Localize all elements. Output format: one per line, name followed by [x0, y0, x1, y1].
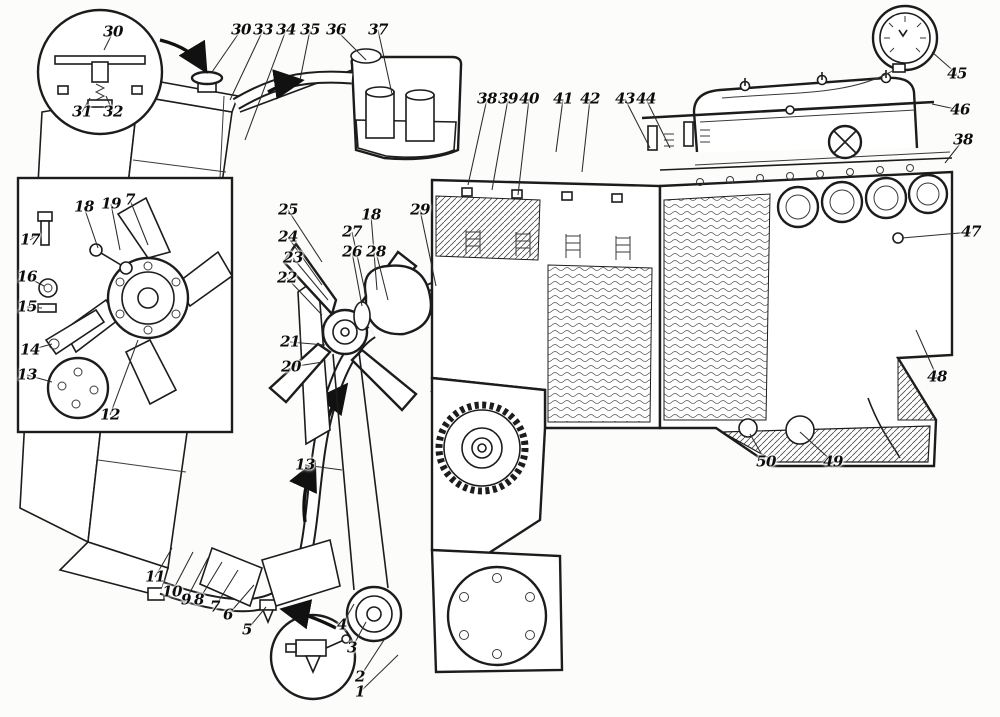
leader-line — [292, 257, 329, 301]
inset-pointer-arrow — [159, 38, 208, 74]
leader-line — [110, 203, 121, 251]
leader-line — [517, 98, 530, 196]
leader-line — [749, 433, 767, 463]
flow-arrow — [289, 459, 317, 523]
timing-gear — [435, 401, 529, 495]
leader-line — [286, 277, 323, 316]
leader-line — [335, 29, 367, 61]
leader-line — [351, 231, 367, 297]
leader-line — [370, 214, 378, 291]
leader-line — [103, 31, 114, 51]
leader-line — [931, 51, 958, 75]
leader-line — [467, 98, 488, 186]
leader-line — [229, 29, 264, 101]
fuel-line — [641, 100, 935, 120]
leader-line — [29, 231, 43, 241]
cylinder-head-ports — [776, 173, 949, 229]
inset-fan-hub-detail — [16, 176, 234, 434]
leader-line — [105, 95, 114, 113]
leader-line — [299, 29, 311, 81]
flow-arrow — [267, 69, 305, 100]
leader-line — [185, 557, 209, 601]
leader-line — [555, 98, 564, 153]
leader-line — [214, 569, 239, 608]
leader-line — [419, 209, 437, 287]
fan-belt — [332, 351, 389, 591]
leader-line — [799, 431, 834, 463]
capillary-line — [721, 69, 895, 99]
leader-line — [287, 209, 323, 263]
pump-fitting — [785, 415, 815, 445]
leader-line — [341, 603, 355, 626]
inset-pointer-arrow — [279, 599, 337, 630]
leader-line — [26, 276, 45, 287]
valve-gear — [647, 121, 710, 151]
leader-line — [915, 329, 938, 378]
leader-line — [109, 339, 139, 416]
flywheel-housing — [430, 548, 564, 674]
leader-line — [901, 231, 972, 239]
leader-line — [244, 29, 287, 141]
leader-line — [29, 343, 53, 351]
leader-line — [246, 606, 267, 631]
inset-cap-detail — [36, 8, 208, 136]
leader-line — [375, 251, 389, 301]
water-pump — [353, 264, 433, 336]
leader-line — [624, 98, 651, 149]
engine-block-right — [658, 151, 954, 468]
leader-line — [351, 621, 367, 649]
leader-line — [351, 251, 363, 307]
leader-line — [171, 551, 194, 593]
leader-line — [290, 361, 324, 368]
leader-line — [289, 341, 326, 346]
leader-line — [645, 98, 671, 149]
leader-line — [26, 306, 43, 309]
leader-line — [359, 654, 399, 693]
leader-line — [581, 98, 591, 173]
leader-line — [154, 547, 173, 578]
leader-line — [26, 374, 53, 383]
leader-line — [198, 561, 223, 601]
leader-line — [211, 29, 242, 73]
leader-line — [287, 236, 323, 286]
water-outlet-flange — [827, 124, 863, 160]
drain-fitting — [738, 418, 758, 438]
leader-line — [491, 98, 509, 191]
leader-line — [377, 29, 393, 95]
leader-line — [944, 139, 964, 164]
leader-line — [304, 464, 343, 471]
oil-filter-assembly — [350, 48, 463, 161]
leader-line — [931, 103, 961, 111]
leader-line — [359, 639, 385, 678]
radiator-cap — [190, 70, 224, 93]
leader-line — [83, 206, 99, 249]
leader-line — [81, 97, 91, 113]
leader-line — [129, 199, 149, 246]
engine-block-left — [430, 178, 662, 430]
leader-line — [227, 584, 255, 616]
gauge-needle — [898, 29, 908, 38]
inset-valve-detail — [269, 599, 357, 701]
temperature-gauge — [721, 4, 939, 99]
